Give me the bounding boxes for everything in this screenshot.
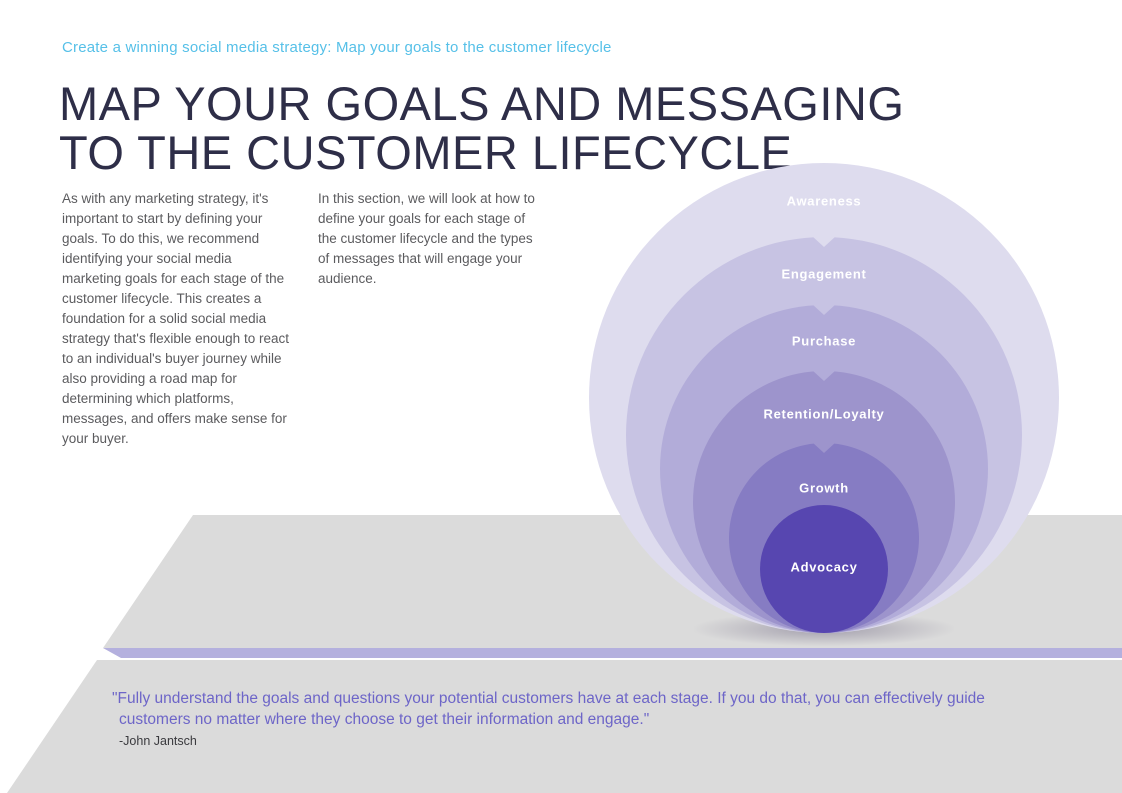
stage-label-purchase: Purchase	[791, 333, 857, 349]
stage-label-engagement: Engagement	[781, 266, 867, 282]
eyebrow-text: Create a winning social media strategy: …	[62, 39, 612, 56]
page-title-line1: MAP YOUR GOALS AND MESSAGING	[59, 77, 905, 130]
stage-circle-advocacy	[760, 505, 888, 633]
intro-paragraph-2: In this section, we will look at how to …	[318, 191, 535, 286]
purple-ribbon	[103, 648, 1122, 658]
page-title: MAP YOUR GOALS AND MESSAGING TO THE CUST…	[59, 79, 904, 177]
circle-notch	[812, 370, 836, 381]
circle-notch	[812, 236, 836, 247]
page-title-line2: TO THE CUSTOMER LIFECYCLE	[59, 126, 793, 179]
quote-attribution: -John Jantsch	[119, 734, 197, 748]
circle-notch	[812, 304, 836, 315]
stage-label-retention-loyalty: Retention/Loyalty	[763, 406, 885, 422]
circle-notch	[812, 442, 836, 453]
quote-text: "Fully understand the goals and question…	[112, 690, 985, 728]
stage-label-advocacy: Advocacy	[790, 559, 858, 575]
gray-band-lower	[7, 660, 1122, 793]
stage-label-awareness: Awareness	[786, 193, 862, 209]
intro-paragraph-1: As with any marketing strategy, it's imp…	[62, 191, 289, 446]
stage-label-growth: Growth	[799, 480, 849, 496]
